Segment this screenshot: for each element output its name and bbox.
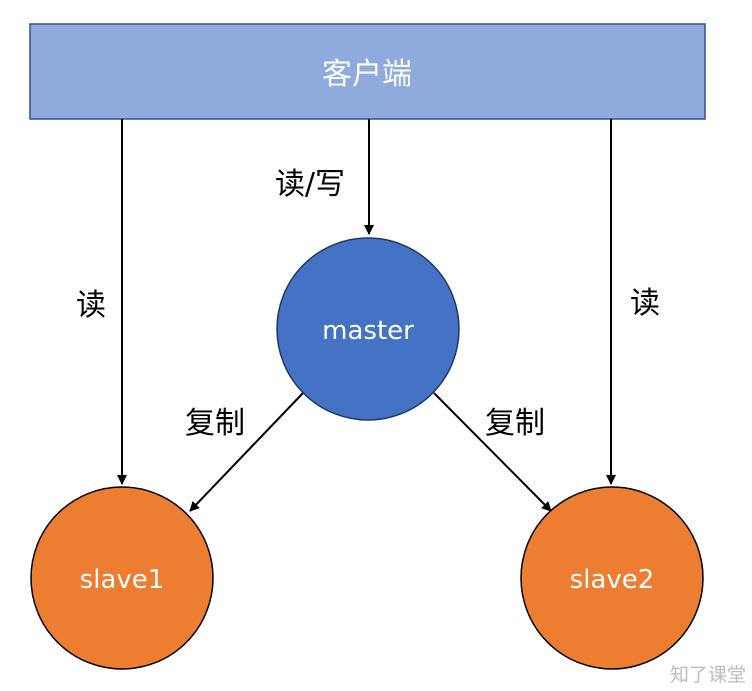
master-label: master <box>322 316 414 346</box>
edge-label-read-left: 读 <box>76 288 106 323</box>
edge-label-replicate-left: 复制 <box>185 406 245 441</box>
watermark: 知了课堂 <box>670 664 746 686</box>
master-node <box>276 237 460 421</box>
slave1-node <box>30 486 214 670</box>
slave1-label: slave1 <box>80 565 165 595</box>
edge-label-read-right: 读 <box>630 286 660 321</box>
slave2-label: slave2 <box>570 565 655 595</box>
edge-master-to-slave2 <box>433 392 552 512</box>
edge-master-to-slave1 <box>189 392 304 512</box>
edge-label-replicate-right: 复制 <box>485 406 545 441</box>
edge-label-read-write: 读/写 <box>275 167 345 202</box>
client-box <box>29 23 706 120</box>
client-label: 客户端 <box>322 57 412 92</box>
slave2-node <box>520 486 704 670</box>
